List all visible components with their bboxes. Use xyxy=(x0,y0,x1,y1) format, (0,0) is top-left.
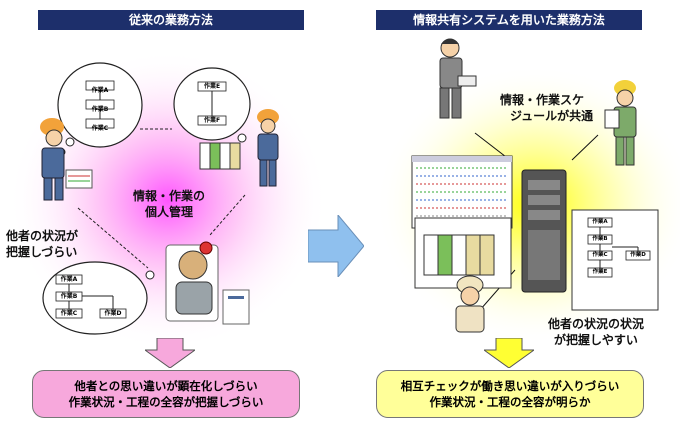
flow-top-left: 作業A 作業B 作業C xyxy=(85,81,115,138)
left-diagram xyxy=(40,62,279,335)
center-line: 個人管理 xyxy=(144,205,193,219)
flow-box-label: 作業A xyxy=(592,219,608,225)
flow-right: 作業A 作業B 作業C 作業E xyxy=(587,218,613,277)
top-line: 情報・作業スケ xyxy=(500,93,585,107)
center-arrow xyxy=(308,215,364,277)
right-top-text: 情報・作業スケ ジュールが共通 xyxy=(500,92,610,124)
top-line: ジュールが共通 xyxy=(510,109,594,123)
binders-icon xyxy=(414,217,512,289)
flow-box-label: 作業B xyxy=(60,293,78,300)
left-center-text: 情報・作業の 個人管理 xyxy=(114,188,224,220)
right-diagram xyxy=(411,38,659,333)
flow-top-right: 作業E 作業F xyxy=(197,82,227,125)
left-down-arrow xyxy=(145,338,195,368)
result-line: 他者との思い違いが顕在化しづらい xyxy=(74,379,258,393)
side-line: 他者の状況が xyxy=(6,229,79,243)
flow-box-label: 作業C xyxy=(91,125,109,132)
side-line: が把握しやすい xyxy=(554,333,638,347)
flow-panel xyxy=(571,209,659,311)
flow-box-label: 作業C xyxy=(592,252,608,258)
flow-box-label: 作業F xyxy=(203,117,221,124)
spreadsheet-window xyxy=(411,155,513,229)
helmet-worker-figure xyxy=(455,275,485,333)
flow-box-label: 作業E xyxy=(592,269,608,275)
thought-cloud-bottom xyxy=(42,261,155,335)
side-line: 把握しづらい xyxy=(6,245,78,259)
flow-box-label: 作業A xyxy=(60,276,78,283)
right-result-box: 相互チェックが働き思い違いが入りづらい 作業状況・工程の全容が明らか xyxy=(376,370,644,418)
thought-cloud-top-right xyxy=(173,67,251,143)
right-side-text: 他者の状況の状況 が把握しやすい xyxy=(536,316,656,348)
thought-cloud-top-left xyxy=(57,62,143,156)
flow-box-label: 作業E xyxy=(203,83,221,90)
dashed-links xyxy=(77,128,246,269)
server-icon xyxy=(521,169,567,293)
flow-box-label: 作業D xyxy=(104,310,122,317)
flow-box-label: 作業B xyxy=(592,236,608,242)
result-line: 相互チェックが働き思い違いが入りづらい xyxy=(400,379,620,393)
result-line: 作業状況・工程の全容が把握しづらい xyxy=(68,395,264,409)
flow-box-label: 作業C xyxy=(60,310,78,317)
worried-worker-figure xyxy=(165,241,250,325)
worker-left-figure xyxy=(40,118,93,201)
flow-bottom: 作業A 作業B 作業C xyxy=(55,275,83,318)
flow-box-label: 作業D xyxy=(630,252,646,258)
worker-right-figure xyxy=(199,109,279,187)
left-result-box: 他者との思い違いが顕在化しづらい 作業状況・工程の全容が把握しづらい xyxy=(32,370,300,418)
left-side-text: 他者の状況が 把握しづらい xyxy=(6,228,106,260)
side-line: 他者の状況の状況 xyxy=(547,317,644,331)
flow-box-label: 作業B xyxy=(91,106,109,113)
flow-box-label: 作業A xyxy=(91,87,109,94)
center-line: 情報・作業の xyxy=(132,189,205,203)
right-header: 情報共有システムを用いた業務方法 xyxy=(376,10,642,30)
surveyor-figure xyxy=(604,80,637,166)
result-line: 作業状況・工程の全容が明らか xyxy=(429,395,591,409)
right-down-arrow xyxy=(484,338,534,368)
left-header: 従来の業務方法 xyxy=(38,10,304,30)
businessman-figure xyxy=(439,38,477,119)
